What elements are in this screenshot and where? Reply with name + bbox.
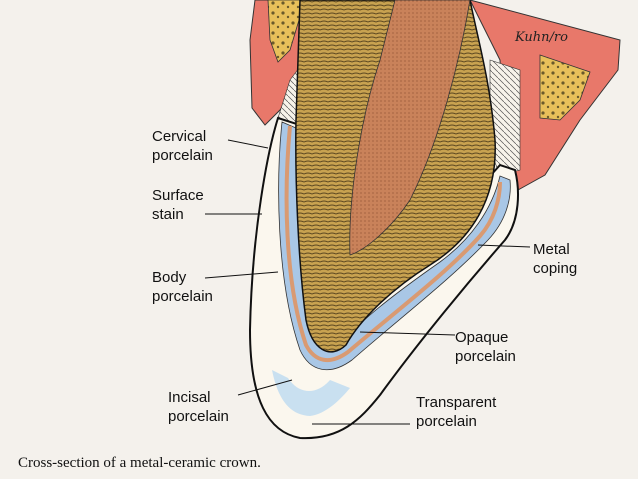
label-body-porcelain: Body porcelain [152,269,213,305]
artist-signature: Kuhn/ro [515,30,568,45]
opaque-layer [284,125,502,362]
label-metal-coping: Metal coping [533,241,578,277]
label-cervical-porcelain: Cervical porcelain [152,128,213,164]
label-incisal-porcelain: Incisal porcelain [168,389,229,425]
label-opaque-porcelain: Opaque porcelain [455,329,516,365]
alveolar-bone-left [267,0,306,63]
figure-caption: Cross-section of a metal-ceramic crown. [18,455,261,471]
incisal-zone [272,370,350,416]
leader-lines [204,139,531,425]
alveolar-bone-right [539,54,591,121]
pulp-canal [349,0,471,256]
label-transparent-porcelain: Transparent porcelain [416,394,497,430]
label-surface-stain: Surface stain [152,187,204,223]
